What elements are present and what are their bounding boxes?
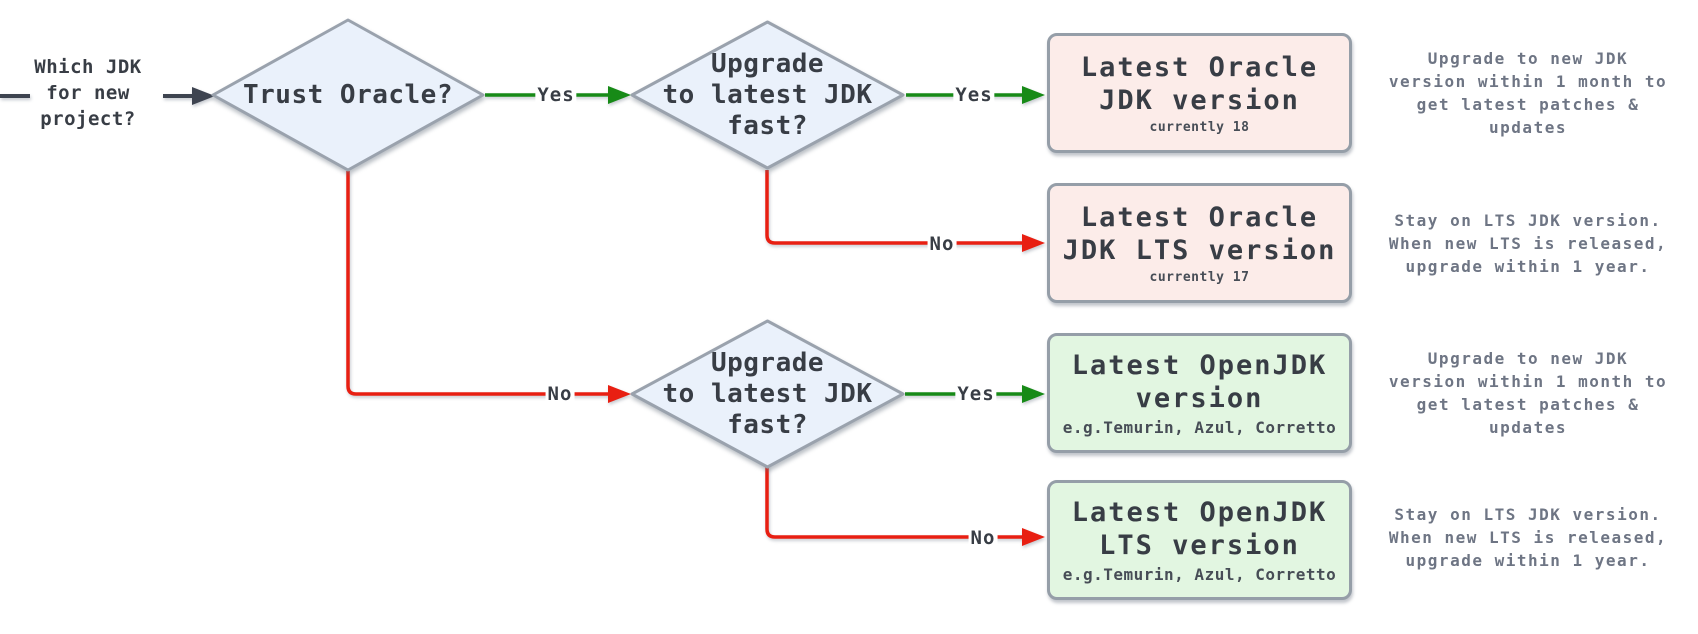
start-arrowhead-icon <box>192 87 215 105</box>
diamond-shape <box>211 18 485 172</box>
result-subtitle: e.g.Temurin, Azul, Corretto <box>1062 418 1337 437</box>
result-latest-openjdk-lts: Latest OpenJDK LTS version e.g.Temurin, … <box>1047 480 1352 600</box>
decision-label: Upgrade to latest JDK fast? <box>662 48 873 141</box>
decision-upgrade-fast-openjdk: Upgrade to latest JDK fast? <box>629 318 906 470</box>
decision-trust-oracle: Trust Oracle? <box>210 17 486 173</box>
result-subtitle: e.g.Temurin, Azul, Corretto <box>1062 565 1337 584</box>
trust-no-line <box>346 171 610 396</box>
result-latest-oracle-jdk-lts: Latest Oracle JDK LTS version currently … <box>1047 183 1352 303</box>
edge-label-oracle-fast-yes: Yes <box>953 84 995 106</box>
openjdk-fast-yes-arrowhead-icon <box>1022 385 1045 403</box>
result-latest-openjdk: Latest OpenJDK version e.g.Temurin, Azul… <box>1047 333 1352 453</box>
annotation-stay-lts-openjdk: Stay on LTS JDK version. When new LTS is… <box>1388 505 1668 570</box>
annotation-stay-lts-oracle: Stay on LTS JDK version. When new LTS is… <box>1388 211 1668 276</box>
result-title: Latest OpenJDK LTS version <box>1071 497 1328 561</box>
diamond-shape <box>630 319 905 469</box>
openjdk-fast-no-arrowhead-icon <box>1022 528 1045 546</box>
result-subtitle: currently 17 <box>1149 270 1250 285</box>
edge-label-openjdk-fast-yes: Yes <box>955 383 997 405</box>
result-title: Latest OpenJDK version <box>1071 350 1328 414</box>
decision-label: Upgrade to latest JDK fast? <box>662 347 873 440</box>
trust-yes-arrowhead-icon <box>608 86 631 104</box>
oracle-fast-yes-arrowhead-icon <box>1022 86 1045 104</box>
openjdk-fast-no-line <box>765 466 1023 539</box>
result-title: Latest Oracle JDK version <box>1080 52 1319 116</box>
annotation-upgrade-monthly-openjdk: Upgrade to new JDK version within 1 mont… <box>1388 349 1668 437</box>
edge-label-trust-yes: Yes <box>535 84 577 106</box>
edge-label-openjdk-fast-no: No <box>968 527 998 549</box>
decision-upgrade-fast-oracle: Upgrade to latest JDK fast? <box>629 19 906 171</box>
edge-label-trust-no: No <box>545 383 575 405</box>
diamond-shape <box>630 20 905 170</box>
result-title: Latest Oracle JDK LTS version <box>1062 202 1337 266</box>
annotation-upgrade-monthly-oracle: Upgrade to new JDK version within 1 mont… <box>1388 49 1668 137</box>
result-subtitle: currently 18 <box>1149 120 1250 135</box>
start-label: Which JDK for new project? <box>34 56 142 130</box>
oracle-fast-no-arrowhead-icon <box>1022 234 1045 252</box>
decision-label: Trust Oracle? <box>243 79 453 110</box>
edge-label-oracle-fast-no: No <box>927 233 957 255</box>
result-latest-oracle-jdk: Latest Oracle JDK version currently 18 <box>1047 33 1352 153</box>
oracle-fast-no-line <box>765 170 1023 245</box>
trust-no-arrowhead-icon <box>608 385 631 403</box>
